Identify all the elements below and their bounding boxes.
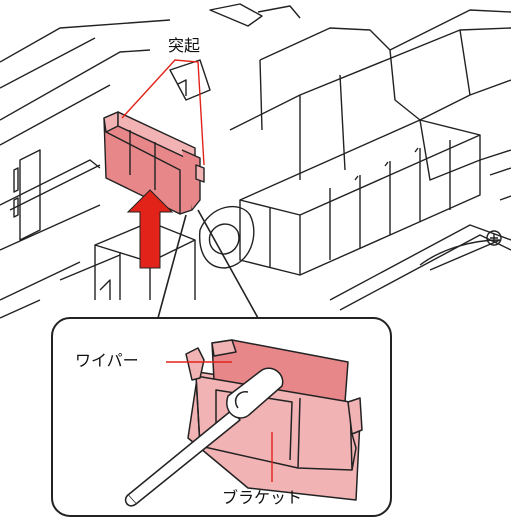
callout-pointer <box>157 209 259 319</box>
protrusion-leader <box>121 59 205 166</box>
callout-leaders <box>166 361 273 482</box>
up-arrow-icon <box>126 189 174 269</box>
wiper-label: ワイパー <box>75 351 139 370</box>
bracket-label: ブラケット <box>222 488 303 507</box>
wiper-closeup <box>185 339 363 501</box>
cleaning-swab <box>124 367 284 507</box>
protrusion-label: 突起 <box>168 36 201 55</box>
wiper-assembly-removed <box>103 111 205 215</box>
printer-interior <box>0 3 511 319</box>
